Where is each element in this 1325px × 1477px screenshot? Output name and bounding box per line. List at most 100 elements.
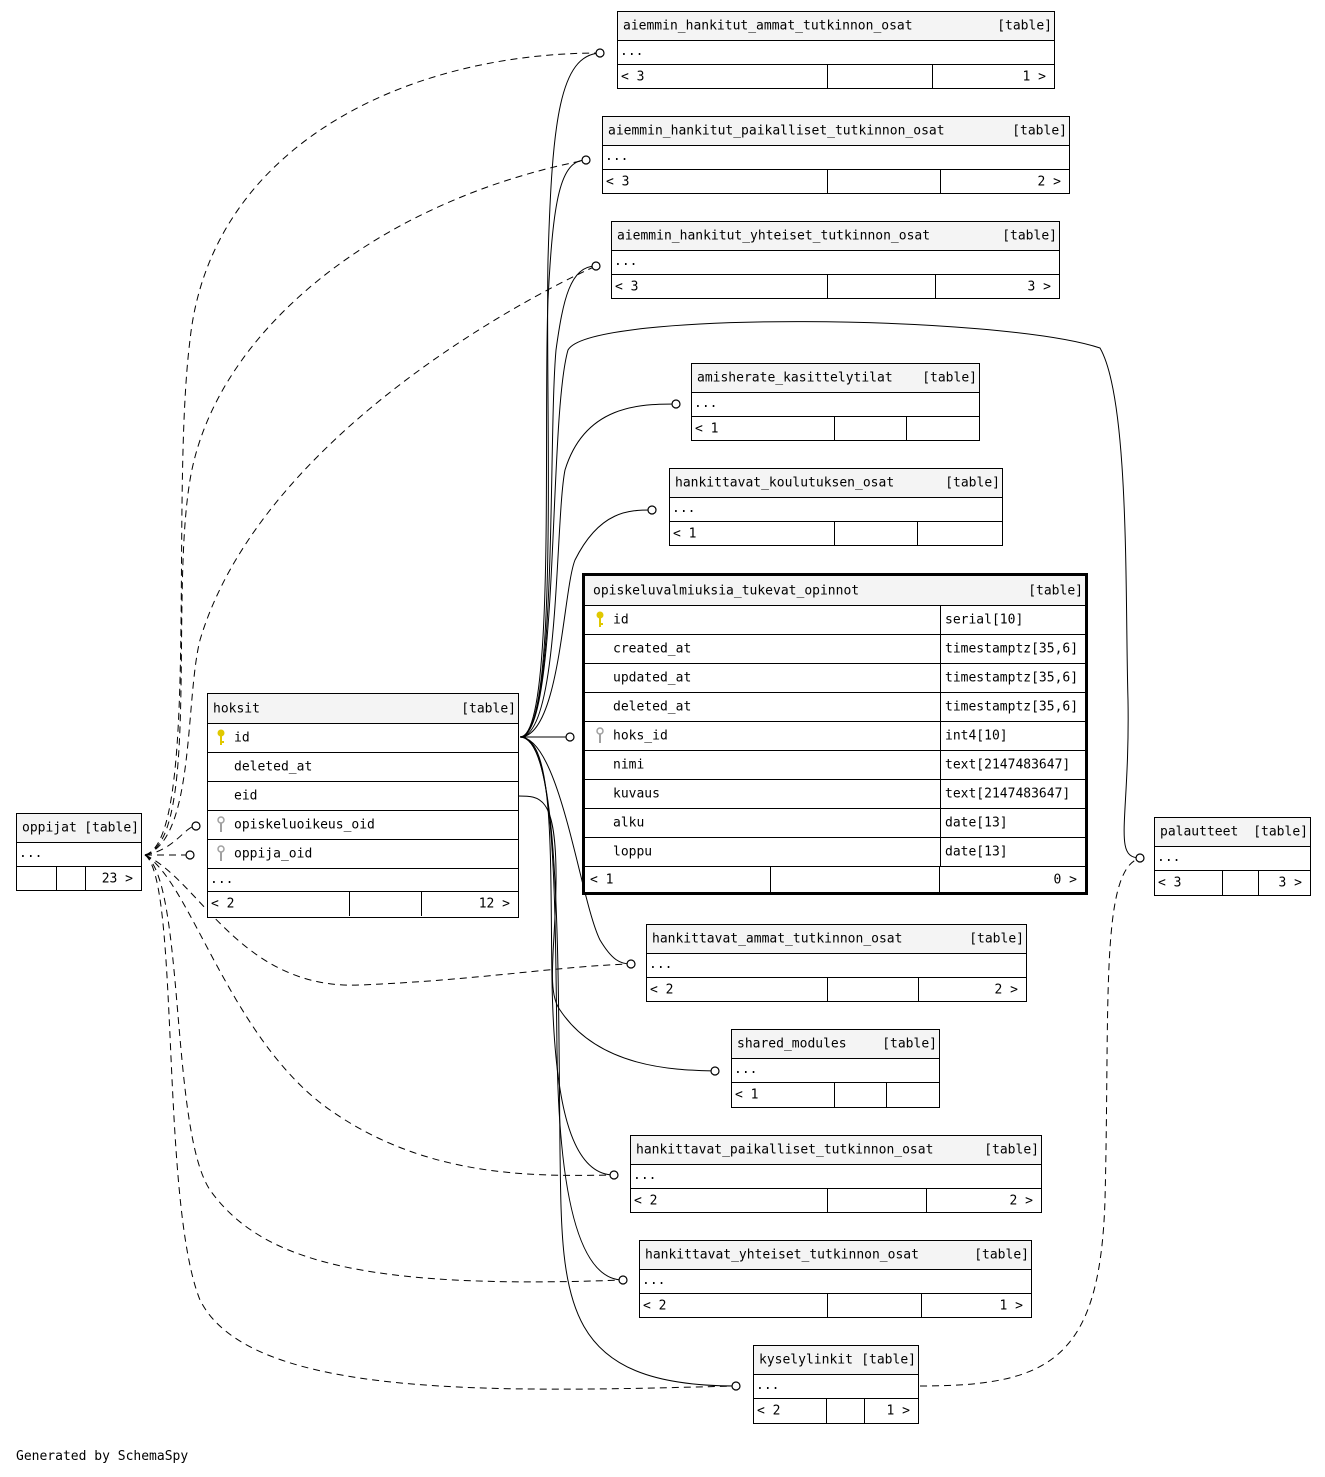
table-shared-modules[interactable]: shared_modules [table] ... < 1 xyxy=(731,1029,940,1108)
column-name: deleted_at xyxy=(234,759,313,775)
child-count[interactable]: 1 > xyxy=(1022,69,1046,84)
table-name[interactable]: opiskeluvalmiuksia_tukevat_opinnot xyxy=(593,583,860,598)
table-name[interactable]: hankittavat_yhteiset_tutkinnon_osat xyxy=(645,1247,919,1263)
parent-count[interactable]: < 2 xyxy=(634,1193,658,1208)
table-name[interactable]: shared_modules xyxy=(737,1036,847,1052)
table-name[interactable]: kyselylinkit xyxy=(759,1352,853,1368)
column-row[interactable]: oppija_oid xyxy=(208,840,518,869)
table-header[interactable]: opiskeluvalmiuksia_tukevat_opinnot [tabl… xyxy=(585,576,1085,606)
table-header[interactable]: aiemmin_hankitut_ammat_tutkinnon_osat [t… xyxy=(618,12,1054,41)
columns-placeholder: ... xyxy=(640,1270,1031,1294)
child-count[interactable]: 1 > xyxy=(999,1298,1023,1313)
columns-placeholder: ... xyxy=(603,146,1069,170)
table-kyselylinkit[interactable]: kyselylinkit [table] ... < 2 1 > xyxy=(753,1345,919,1424)
table-header[interactable]: palautteet [table] xyxy=(1155,818,1310,847)
column-row[interactable]: created_at timestamptz[35,6] xyxy=(585,635,1085,664)
edge-hoksit-amk xyxy=(519,403,677,738)
table-amisherate-kasittelytilat[interactable]: amisherate_kasittelytilat [table] ... < … xyxy=(691,363,980,441)
parent-count[interactable]: < 3 xyxy=(606,174,630,189)
column-row[interactable]: loppu date[13] xyxy=(585,838,1085,867)
table-name[interactable]: aiemmin_hankitut_yhteiset_tutkinnon_osat xyxy=(617,228,931,244)
parent-count[interactable]: < 3 xyxy=(615,279,639,294)
table-name[interactable]: palautteet xyxy=(1160,824,1239,840)
column-type: int4[10] xyxy=(945,728,1008,744)
column-row[interactable]: alku date[13] xyxy=(585,809,1085,838)
table-name[interactable]: aiemmin_hankitut_paikalliset_tutkinnon_o… xyxy=(608,123,945,139)
table-header[interactable]: kyselylinkit [table] xyxy=(754,1346,918,1375)
table-header[interactable]: aiemmin_hankitut_paikalliset_tutkinnon_o… xyxy=(603,117,1069,146)
child-count[interactable]: 2 > xyxy=(994,982,1018,997)
table-aiemmin-hankitut-yhteiset-tutkinnon-osat[interactable]: aiemmin_hankitut_yhteiset_tutkinnon_osat… xyxy=(611,221,1060,299)
parent-count[interactable]: < 1 xyxy=(673,526,697,541)
table-aiemmin-hankitut-ammat-tutkinnon-osat[interactable]: aiemmin_hankitut_ammat_tutkinnon_osat [t… xyxy=(617,11,1055,89)
parent-count[interactable]: < 2 xyxy=(650,982,674,997)
column-row[interactable]: deleted_at timestamptz[35,6] xyxy=(585,693,1085,722)
column-name: eid xyxy=(234,788,258,804)
column-row[interactable]: deleted_at xyxy=(208,753,518,782)
table-name[interactable]: hoksit xyxy=(213,701,260,716)
table-header[interactable]: amisherate_kasittelytilat [table] xyxy=(692,364,979,393)
column-name: id xyxy=(234,730,250,746)
table-oppijat[interactable]: oppijat [table] ... 23 > xyxy=(16,813,142,891)
parent-count[interactable]: < 2 xyxy=(211,896,235,912)
table-name[interactable]: oppijat xyxy=(22,820,77,836)
column-row[interactable]: id serial[10] xyxy=(585,606,1085,635)
table-hankittavat-koulutuksen-osat[interactable]: hankittavat_koulutuksen_osat [table] ...… xyxy=(669,468,1003,546)
column-row[interactable]: opiskeluoikeus_oid xyxy=(208,811,518,840)
columns-placeholder: ... xyxy=(754,1375,918,1399)
column-row[interactable]: nimi text[2147483647] xyxy=(585,751,1085,780)
table-name[interactable]: aiemmin_hankitut_ammat_tutkinnon_osat xyxy=(623,18,913,34)
table-type-tag: [table] xyxy=(969,931,1024,947)
child-count[interactable]: 2 > xyxy=(1037,174,1061,189)
relationship-markers xyxy=(185,48,1145,1391)
column-row[interactable]: hoks_id int4[10] xyxy=(585,722,1085,751)
foreign-key-icon xyxy=(217,845,225,861)
primary-key-icon xyxy=(217,729,225,745)
column-row[interactable]: id xyxy=(208,724,518,753)
table-header[interactable]: hoksit [table] xyxy=(208,694,518,724)
child-count[interactable]: 2 > xyxy=(1009,1193,1033,1208)
table-hankittavat-paikalliset-tutkinnon-osat[interactable]: hankittavat_paikalliset_tutkinnon_osat [… xyxy=(630,1135,1042,1213)
table-footer: 23 > xyxy=(17,867,141,890)
child-count[interactable]: 12 > xyxy=(478,896,510,912)
table-opiskeluvalmiuksia-tukevat-opinnot[interactable]: opiskeluvalmiuksia_tukevat_opinnot [tabl… xyxy=(582,573,1088,895)
table-header[interactable]: oppijat [table] xyxy=(17,814,141,843)
table-header[interactable]: hankittavat_yhteiset_tutkinnon_osat [tab… xyxy=(640,1241,1031,1270)
table-header[interactable]: shared_modules [table] xyxy=(732,1030,939,1059)
child-count[interactable]: 3 > xyxy=(1278,875,1302,891)
table-hankittavat-yhteiset-tutkinnon-osat[interactable]: hankittavat_yhteiset_tutkinnon_osat [tab… xyxy=(639,1240,1032,1318)
table-hankittavat-ammat-tutkinnon-osat[interactable]: hankittavat_ammat_tutkinnon_osat [table]… xyxy=(646,924,1027,1002)
table-name[interactable]: hankittavat_koulutuksen_osat xyxy=(675,475,895,491)
table-name[interactable]: hankittavat_paikalliset_tutkinnon_osat xyxy=(636,1142,934,1158)
table-type-tag: [table] xyxy=(1028,583,1083,598)
column-type: date[13] xyxy=(945,844,1008,860)
parent-count[interactable]: < 1 xyxy=(735,1087,759,1103)
column-row[interactable]: kuvaus text[2147483647] xyxy=(585,780,1085,809)
column-type: timestamptz[35,6] xyxy=(945,641,1079,657)
parent-count[interactable]: < 1 xyxy=(590,872,614,887)
child-count[interactable]: 3 > xyxy=(1027,279,1051,294)
parent-count[interactable]: < 1 xyxy=(695,421,719,436)
parent-count[interactable]: < 2 xyxy=(643,1298,667,1313)
column-row[interactable]: eid xyxy=(208,782,518,811)
child-count[interactable]: 1 > xyxy=(886,1403,910,1419)
table-footer: < 1 0 > xyxy=(585,867,1085,892)
parent-count[interactable]: < 2 xyxy=(757,1403,781,1419)
table-palautteet[interactable]: palautteet [table] ... < 3 3 > xyxy=(1154,817,1311,896)
table-header[interactable]: hankittavat_ammat_tutkinnon_osat [table] xyxy=(647,925,1026,954)
table-header[interactable]: hankittavat_koulutuksen_osat [table] xyxy=(670,469,1002,498)
parent-count[interactable]: < 3 xyxy=(621,69,645,84)
table-name[interactable]: hankittavat_ammat_tutkinnon_osat xyxy=(652,931,903,947)
table-header[interactable]: aiemmin_hankitut_yhteiset_tutkinnon_osat… xyxy=(612,222,1059,251)
table-header[interactable]: hankittavat_paikalliset_tutkinnon_osat [… xyxy=(631,1136,1041,1165)
parent-count[interactable]: < 3 xyxy=(1158,875,1182,891)
table-name[interactable]: amisherate_kasittelytilat xyxy=(697,370,893,386)
child-count[interactable]: 23 > xyxy=(101,871,133,886)
child-count[interactable]: 0 > xyxy=(1053,872,1077,887)
table-hoksit[interactable]: hoksit [table] id deleted_at eid opiskel… xyxy=(207,693,519,918)
column-type: timestamptz[35,6] xyxy=(945,699,1079,715)
edge-hoksit-hpt xyxy=(519,736,615,1176)
column-row[interactable]: updated_at timestamptz[35,6] xyxy=(585,664,1085,693)
table-aiemmin-hankitut-paikalliset-tutkinnon-osat[interactable]: aiemmin_hankitut_paikalliset_tutkinnon_o… xyxy=(602,116,1070,194)
